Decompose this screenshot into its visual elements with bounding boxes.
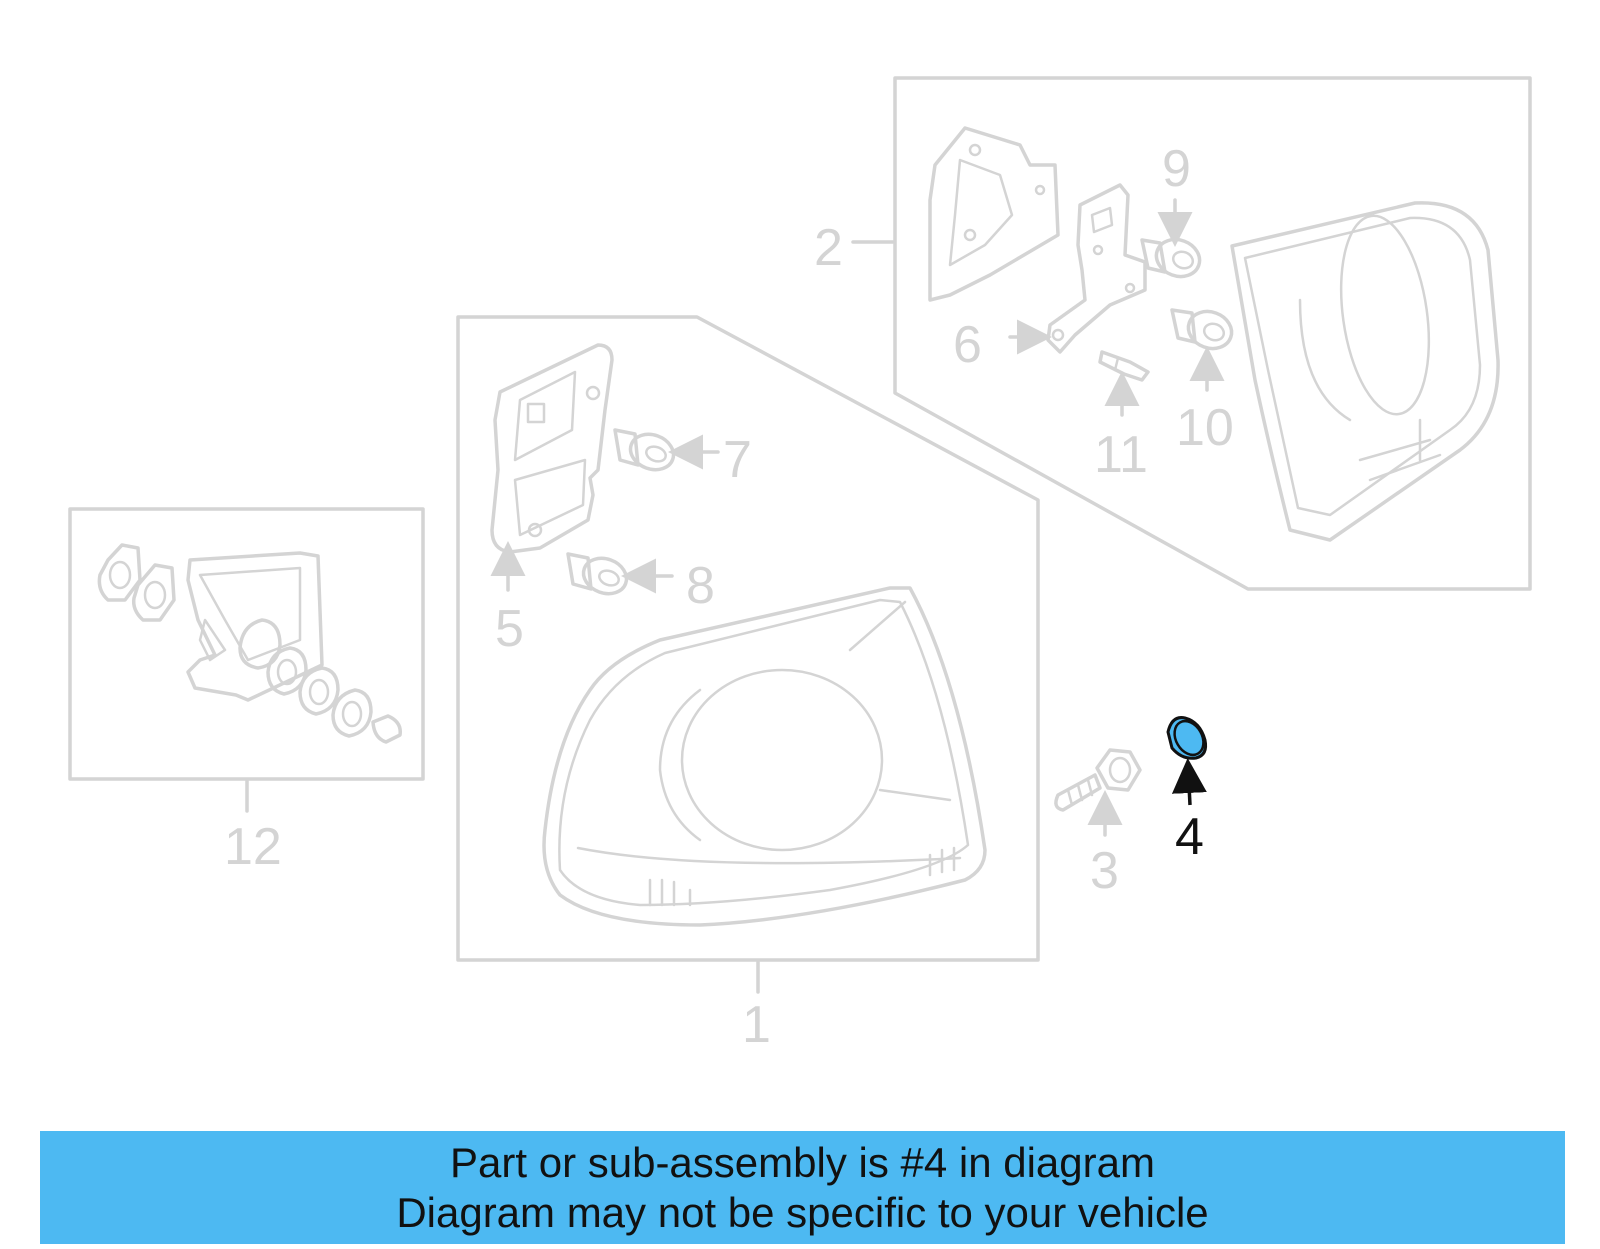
callout-labels: 1 2 3 4 5 6 7 8 9 10 11 12	[224, 140, 1234, 1054]
part-3-bolt	[1054, 748, 1142, 812]
part-2-gasket	[928, 126, 1060, 302]
part-10-bulb	[1170, 308, 1234, 351]
part-11-wedge-bulb	[1098, 350, 1150, 382]
part-5-socket-plate	[490, 343, 614, 554]
callout-11: 11	[1094, 426, 1148, 484]
inner-tail-lamp	[1230, 201, 1500, 542]
callout-1: 1	[742, 996, 771, 1054]
group-box-2	[851, 76, 1532, 591]
callout-6: 6	[953, 316, 982, 374]
callout-7: 7	[723, 431, 752, 489]
group-box-12	[68, 507, 425, 813]
callout-8: 8	[686, 557, 715, 615]
callout-3: 3	[1090, 842, 1119, 900]
part-12-mount-kit	[97, 543, 402, 744]
info-banner: Part or sub-assembly is #4 in diagram Di…	[40, 1131, 1565, 1244]
callout-12: 12	[224, 818, 282, 876]
parts-diagram: 1 2 3 4 5 6 7 8 9 10 11 12	[68, 76, 1532, 1054]
banner-line-2: Diagram may not be specific to your vehi…	[396, 1188, 1209, 1236]
callout-5: 5	[495, 600, 524, 658]
callout-9: 9	[1162, 140, 1191, 198]
callout-2: 2	[814, 219, 843, 277]
part-8-bulb	[566, 552, 629, 596]
outer-tail-lamp	[542, 586, 987, 927]
part-6-socket-bracket	[1046, 183, 1147, 354]
part-9-bulb	[1140, 237, 1202, 279]
group-box-1	[456, 315, 1040, 994]
part-4-cap-highlighted	[1166, 716, 1208, 760]
part-7-bulb	[613, 428, 676, 472]
callout-4: 4	[1175, 808, 1204, 866]
leader-lines	[490, 198, 1225, 837]
banner-line-1: Part or sub-assembly is #4 in diagram	[450, 1138, 1155, 1186]
callout-10: 10	[1176, 399, 1234, 457]
